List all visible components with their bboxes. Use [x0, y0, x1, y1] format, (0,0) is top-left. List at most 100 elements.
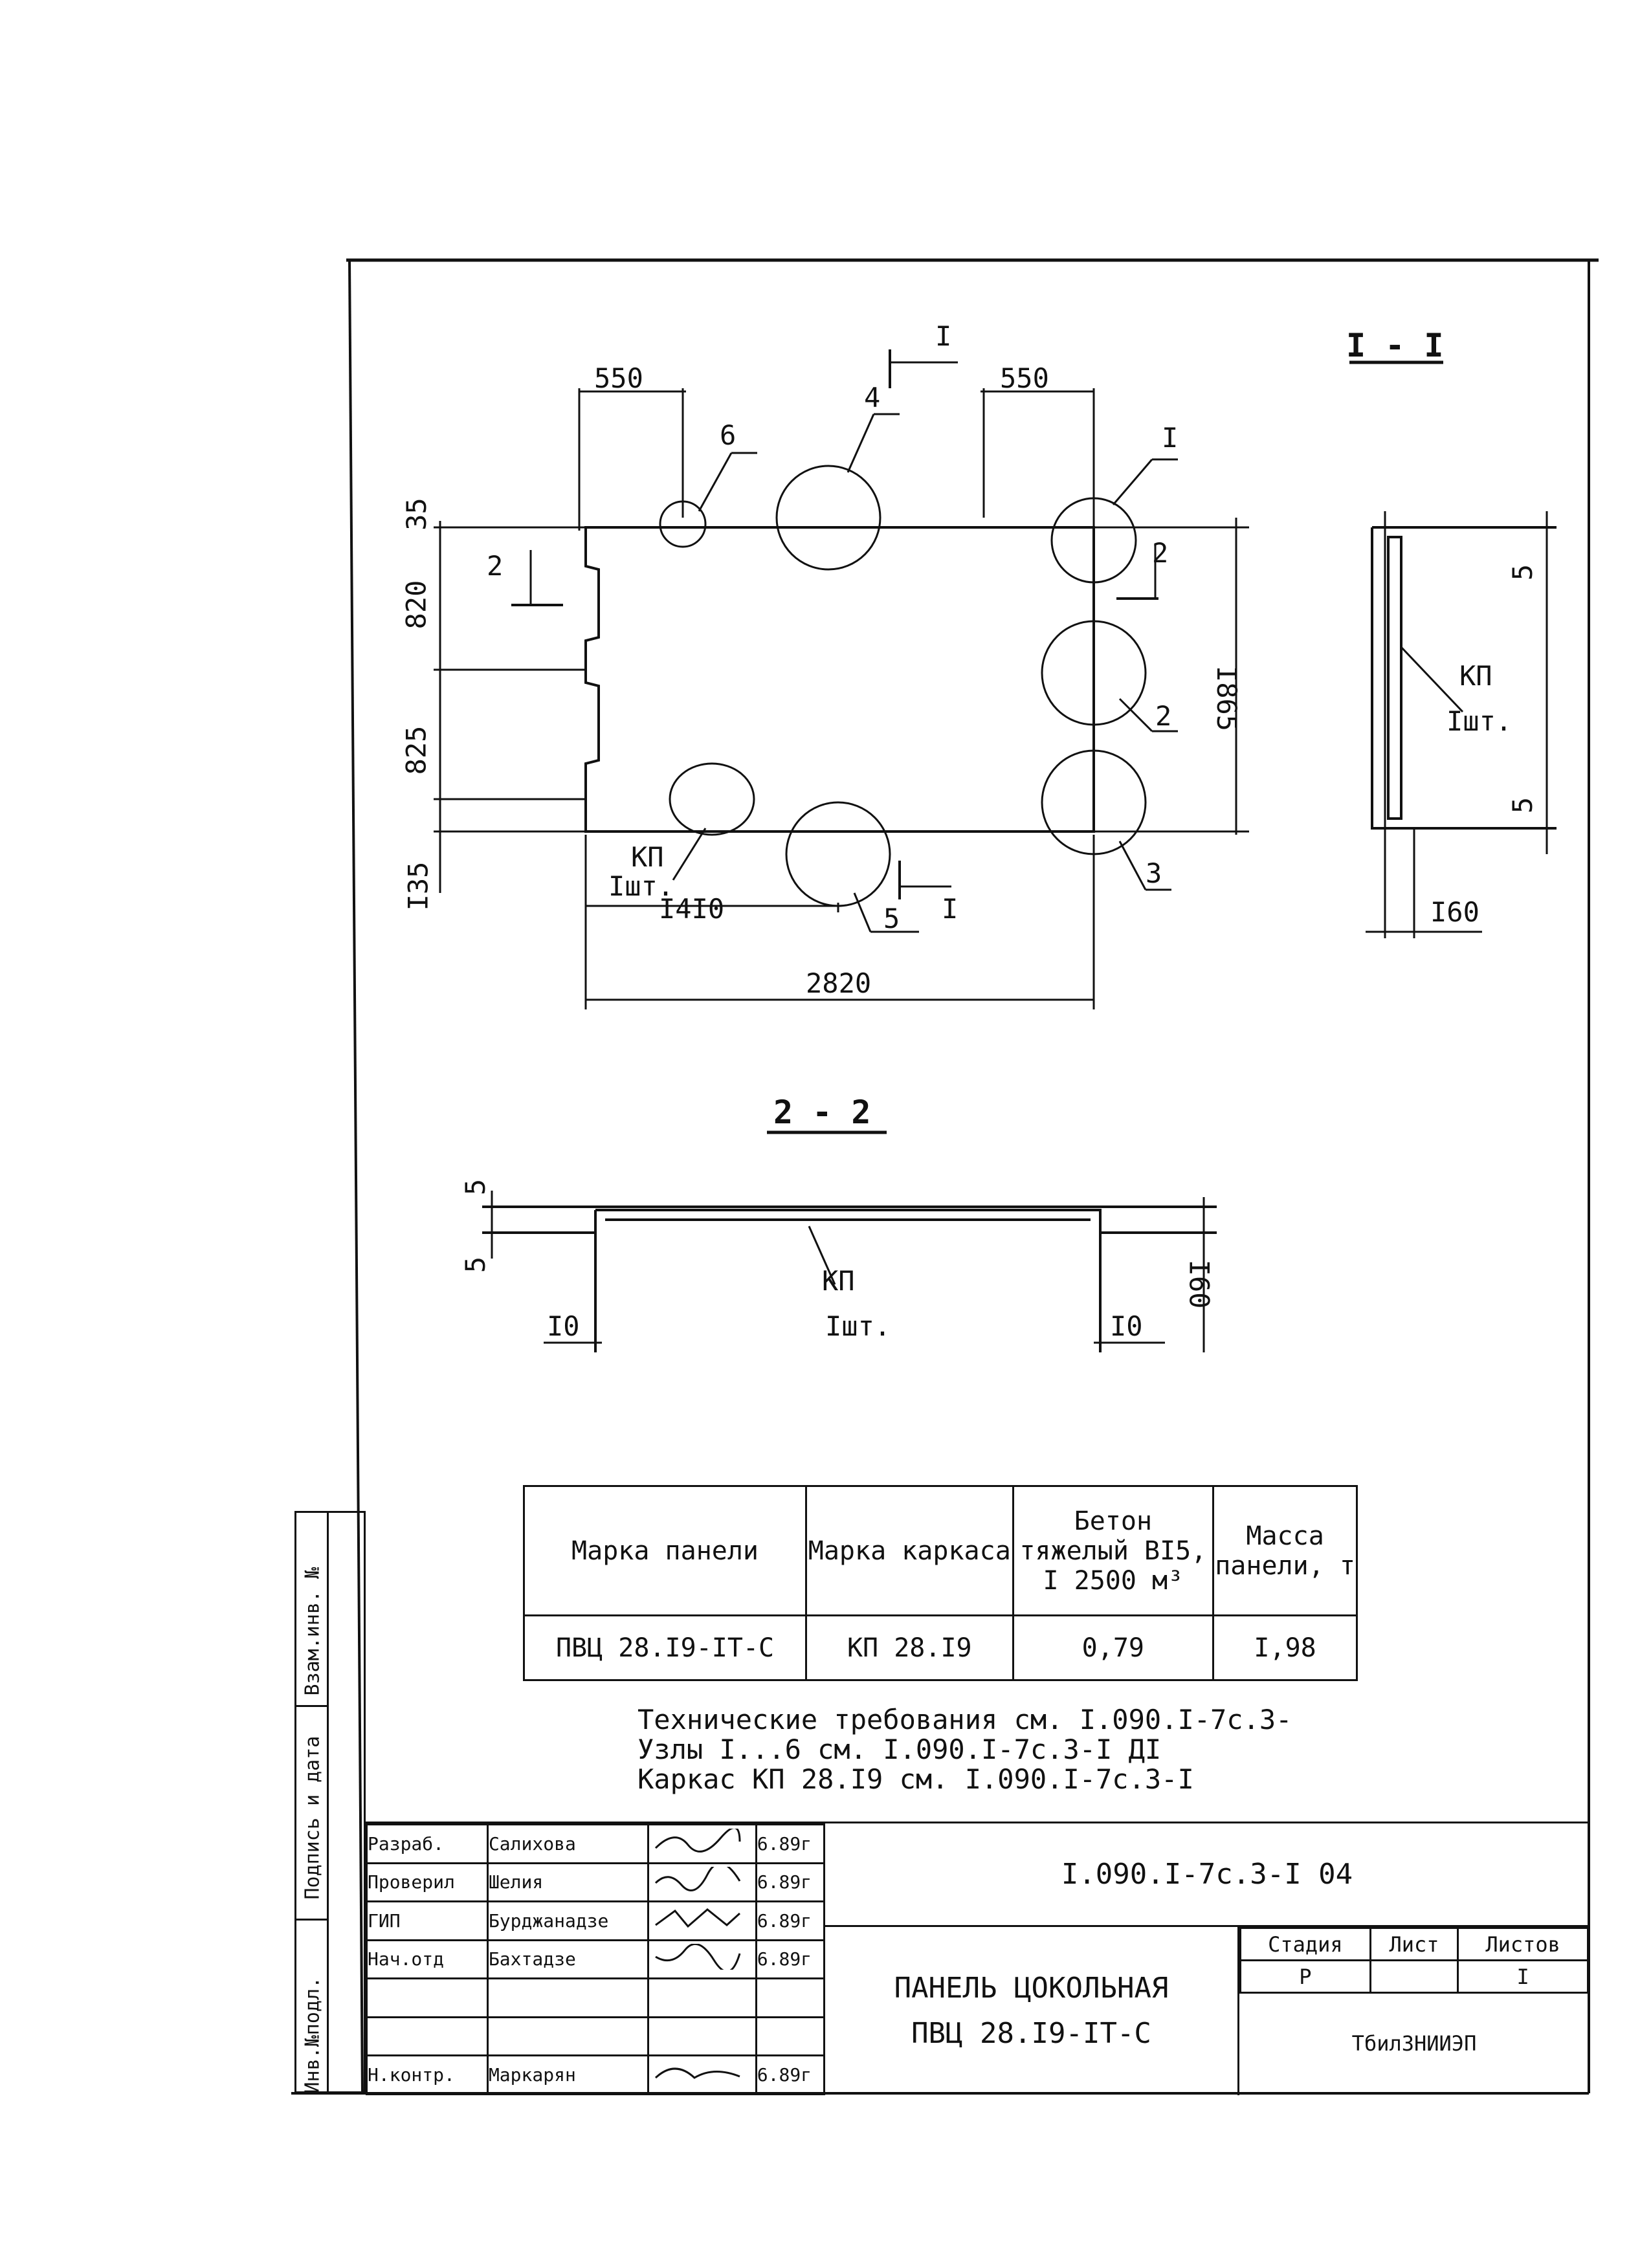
- sheets-label: Листов: [1457, 1927, 1589, 1961]
- spec-header-concrete: Бетон тяжелый BI5, I 2500 м³: [1012, 1485, 1215, 1616]
- spec-cell-panel: ПВЦ 28.I9-IТ-С: [522, 1614, 808, 1681]
- sig-date: [755, 2016, 826, 2057]
- callout-4: 4: [864, 382, 881, 413]
- s22-kp-label: КП: [822, 1265, 855, 1297]
- sig-role: Проверил: [366, 1862, 489, 1903]
- kp-qty-plan: Iшт.: [608, 870, 674, 902]
- dim-2820: 2820: [806, 967, 872, 999]
- s22-dim-5-bottom: 5: [460, 1256, 492, 1273]
- spec-header-panel: Марка панели: [522, 1485, 808, 1616]
- organization-cell: ТбилЗНИИЭП: [1239, 1992, 1589, 2095]
- note-line-3: Каркас КП 28.I9 см. I.090.I-7с.3-I: [637, 1763, 1194, 1795]
- section-2-mark-left: 2: [487, 550, 504, 582]
- side-stamp-original-inv: Инв.№подл.: [301, 1976, 324, 2094]
- dim-1865: I865: [1211, 665, 1243, 732]
- note-line-1: Технические требования см. I.090.I-7с.3-: [637, 1704, 1292, 1735]
- section-2-2-title: 2 - 2: [773, 1094, 871, 1131]
- signature-table: Разраб. Салихова 6.89г Проверил Шелия 6.…: [366, 1823, 826, 2095]
- sig-name: [486, 2016, 650, 2057]
- sig-signature: [647, 1977, 757, 2018]
- sig-date: 6.89г: [755, 1862, 826, 1903]
- sig-signature: [647, 1939, 757, 1980]
- drawing-title-cell: ПАНЕЛЬ ЦОКОЛЬНАЯ ПВЦ 28.I9-IТ-С: [825, 1927, 1239, 2095]
- drawing-title-line2: ПВЦ 28.I9-IТ-С: [911, 2017, 1151, 2050]
- side-stamp: Взам.инв. № Подпись и дата Инв.№подл.: [294, 1511, 366, 2094]
- s22-dim-160: I60: [1183, 1259, 1215, 1309]
- doc-code-cell: I.090.I-7с.3-I 04: [825, 1823, 1589, 1927]
- s22-dim-10-right: I0: [1110, 1310, 1143, 1342]
- sig-date: 6.89г: [755, 1823, 826, 1864]
- sig-signature: [647, 1862, 757, 1903]
- sig-name: Шелия: [486, 1862, 650, 1903]
- section-2-2-view: [482, 1130, 1217, 1352]
- s11-dim-5-top: 5: [1507, 564, 1539, 581]
- spec-cell-concrete: 0,79: [1012, 1614, 1215, 1681]
- dim-35: 35: [400, 498, 432, 531]
- sig-date: [755, 1977, 826, 2018]
- title-block: Разраб. Салихова 6.89г Проверил Шелия 6.…: [366, 1822, 1589, 2095]
- section-mark-top: I: [935, 320, 952, 352]
- side-stamp-signature-date: Подпись и дата: [301, 1735, 324, 1900]
- sig-name: [486, 1977, 650, 2018]
- s11-kp-label: КП: [1459, 660, 1492, 692]
- section-1-1-view: [1349, 360, 1557, 938]
- stage-label: Стадия: [1239, 1927, 1371, 1961]
- s22-kp-qty: Iшт.: [825, 1310, 891, 1342]
- dim-135: I35: [402, 861, 434, 911]
- s11-kp-qty: Iшт.: [1446, 705, 1513, 737]
- sig-signature: [647, 1900, 757, 1941]
- sig-role: Разраб.: [366, 1823, 489, 1864]
- section-2-mark-right: 2: [1152, 537, 1169, 569]
- sig-name: Бахтадзе: [486, 1939, 650, 1980]
- s11-dim-160: I60: [1430, 896, 1479, 928]
- spec-table: Марка панели Марка каркаса Бетон тяжелый…: [522, 1485, 1358, 1681]
- s22-dim-10-left: I0: [547, 1310, 580, 1342]
- kp-label-plan: КП: [631, 841, 664, 873]
- drawing-title-line1: ПАНЕЛЬ ЦОКОЛЬНАЯ: [894, 1972, 1169, 2005]
- s22-dim-5-top: 5: [460, 1178, 492, 1196]
- sig-role: [366, 2016, 489, 2057]
- sig-role: ГИП: [366, 1900, 489, 1941]
- sig-role: Нач.отд: [366, 1939, 489, 1980]
- callout-5: 5: [883, 903, 900, 934]
- dim-820: 820: [400, 580, 432, 630]
- panel-plan-view: [434, 349, 1249, 1009]
- sheets-value: I: [1457, 1959, 1589, 1994]
- dim-550-right: 550: [1000, 362, 1049, 394]
- section-1-1-title: I - I: [1346, 327, 1444, 364]
- note-line-2: Узлы I...6 см. I.090.I-7с.3-I ДI: [637, 1734, 1162, 1765]
- sheet-label: Лист: [1369, 1927, 1459, 1961]
- callout-3: 3: [1146, 857, 1162, 889]
- sig-name: Маркарян: [486, 2054, 650, 2095]
- dim-550-left: 550: [594, 362, 643, 394]
- sheet-value: [1369, 1959, 1459, 1994]
- doc-code: I.090.I-7с.3-I 04: [1061, 1858, 1353, 1891]
- s11-dim-5-bottom: 5: [1507, 797, 1539, 814]
- organization-name: ТбилЗНИИЭП: [1351, 2031, 1477, 2056]
- sig-date: 6.89г: [755, 1939, 826, 1980]
- callout-2: 2: [1155, 700, 1172, 732]
- stage-value: Р: [1239, 1959, 1371, 1994]
- technical-notes: Технические требования см. I.090.I-7с.3-…: [637, 1705, 1292, 1794]
- callout-1: I: [1162, 422, 1179, 454]
- sig-signature: [647, 1823, 757, 1864]
- callout-6: 6: [720, 419, 737, 451]
- stage-sheet-table: Стадия Лист Листов Р I: [1239, 1927, 1589, 1994]
- side-stamp-replaced-inv: Взам.инв. №: [301, 1567, 324, 1696]
- sig-role: Н.контр.: [366, 2054, 489, 2095]
- sig-role: [366, 1977, 489, 2018]
- sig-name: Бурджанадзе: [486, 1900, 650, 1941]
- section-mark-bottom: I: [942, 893, 959, 925]
- spec-header-frame: Марка каркаса: [805, 1485, 1014, 1616]
- spec-header-mass: Масса панели, т: [1212, 1485, 1358, 1616]
- sig-date: 6.89г: [755, 2054, 826, 2095]
- sig-date: 6.89г: [755, 1900, 826, 1941]
- dim-1410: I4I0: [659, 893, 725, 925]
- sig-signature: [647, 2054, 757, 2095]
- sig-signature: [647, 2016, 757, 2057]
- spec-cell-mass: I,98: [1212, 1614, 1358, 1681]
- spec-cell-frame: КП 28.I9: [805, 1614, 1014, 1681]
- sig-name: Салихова: [486, 1823, 650, 1864]
